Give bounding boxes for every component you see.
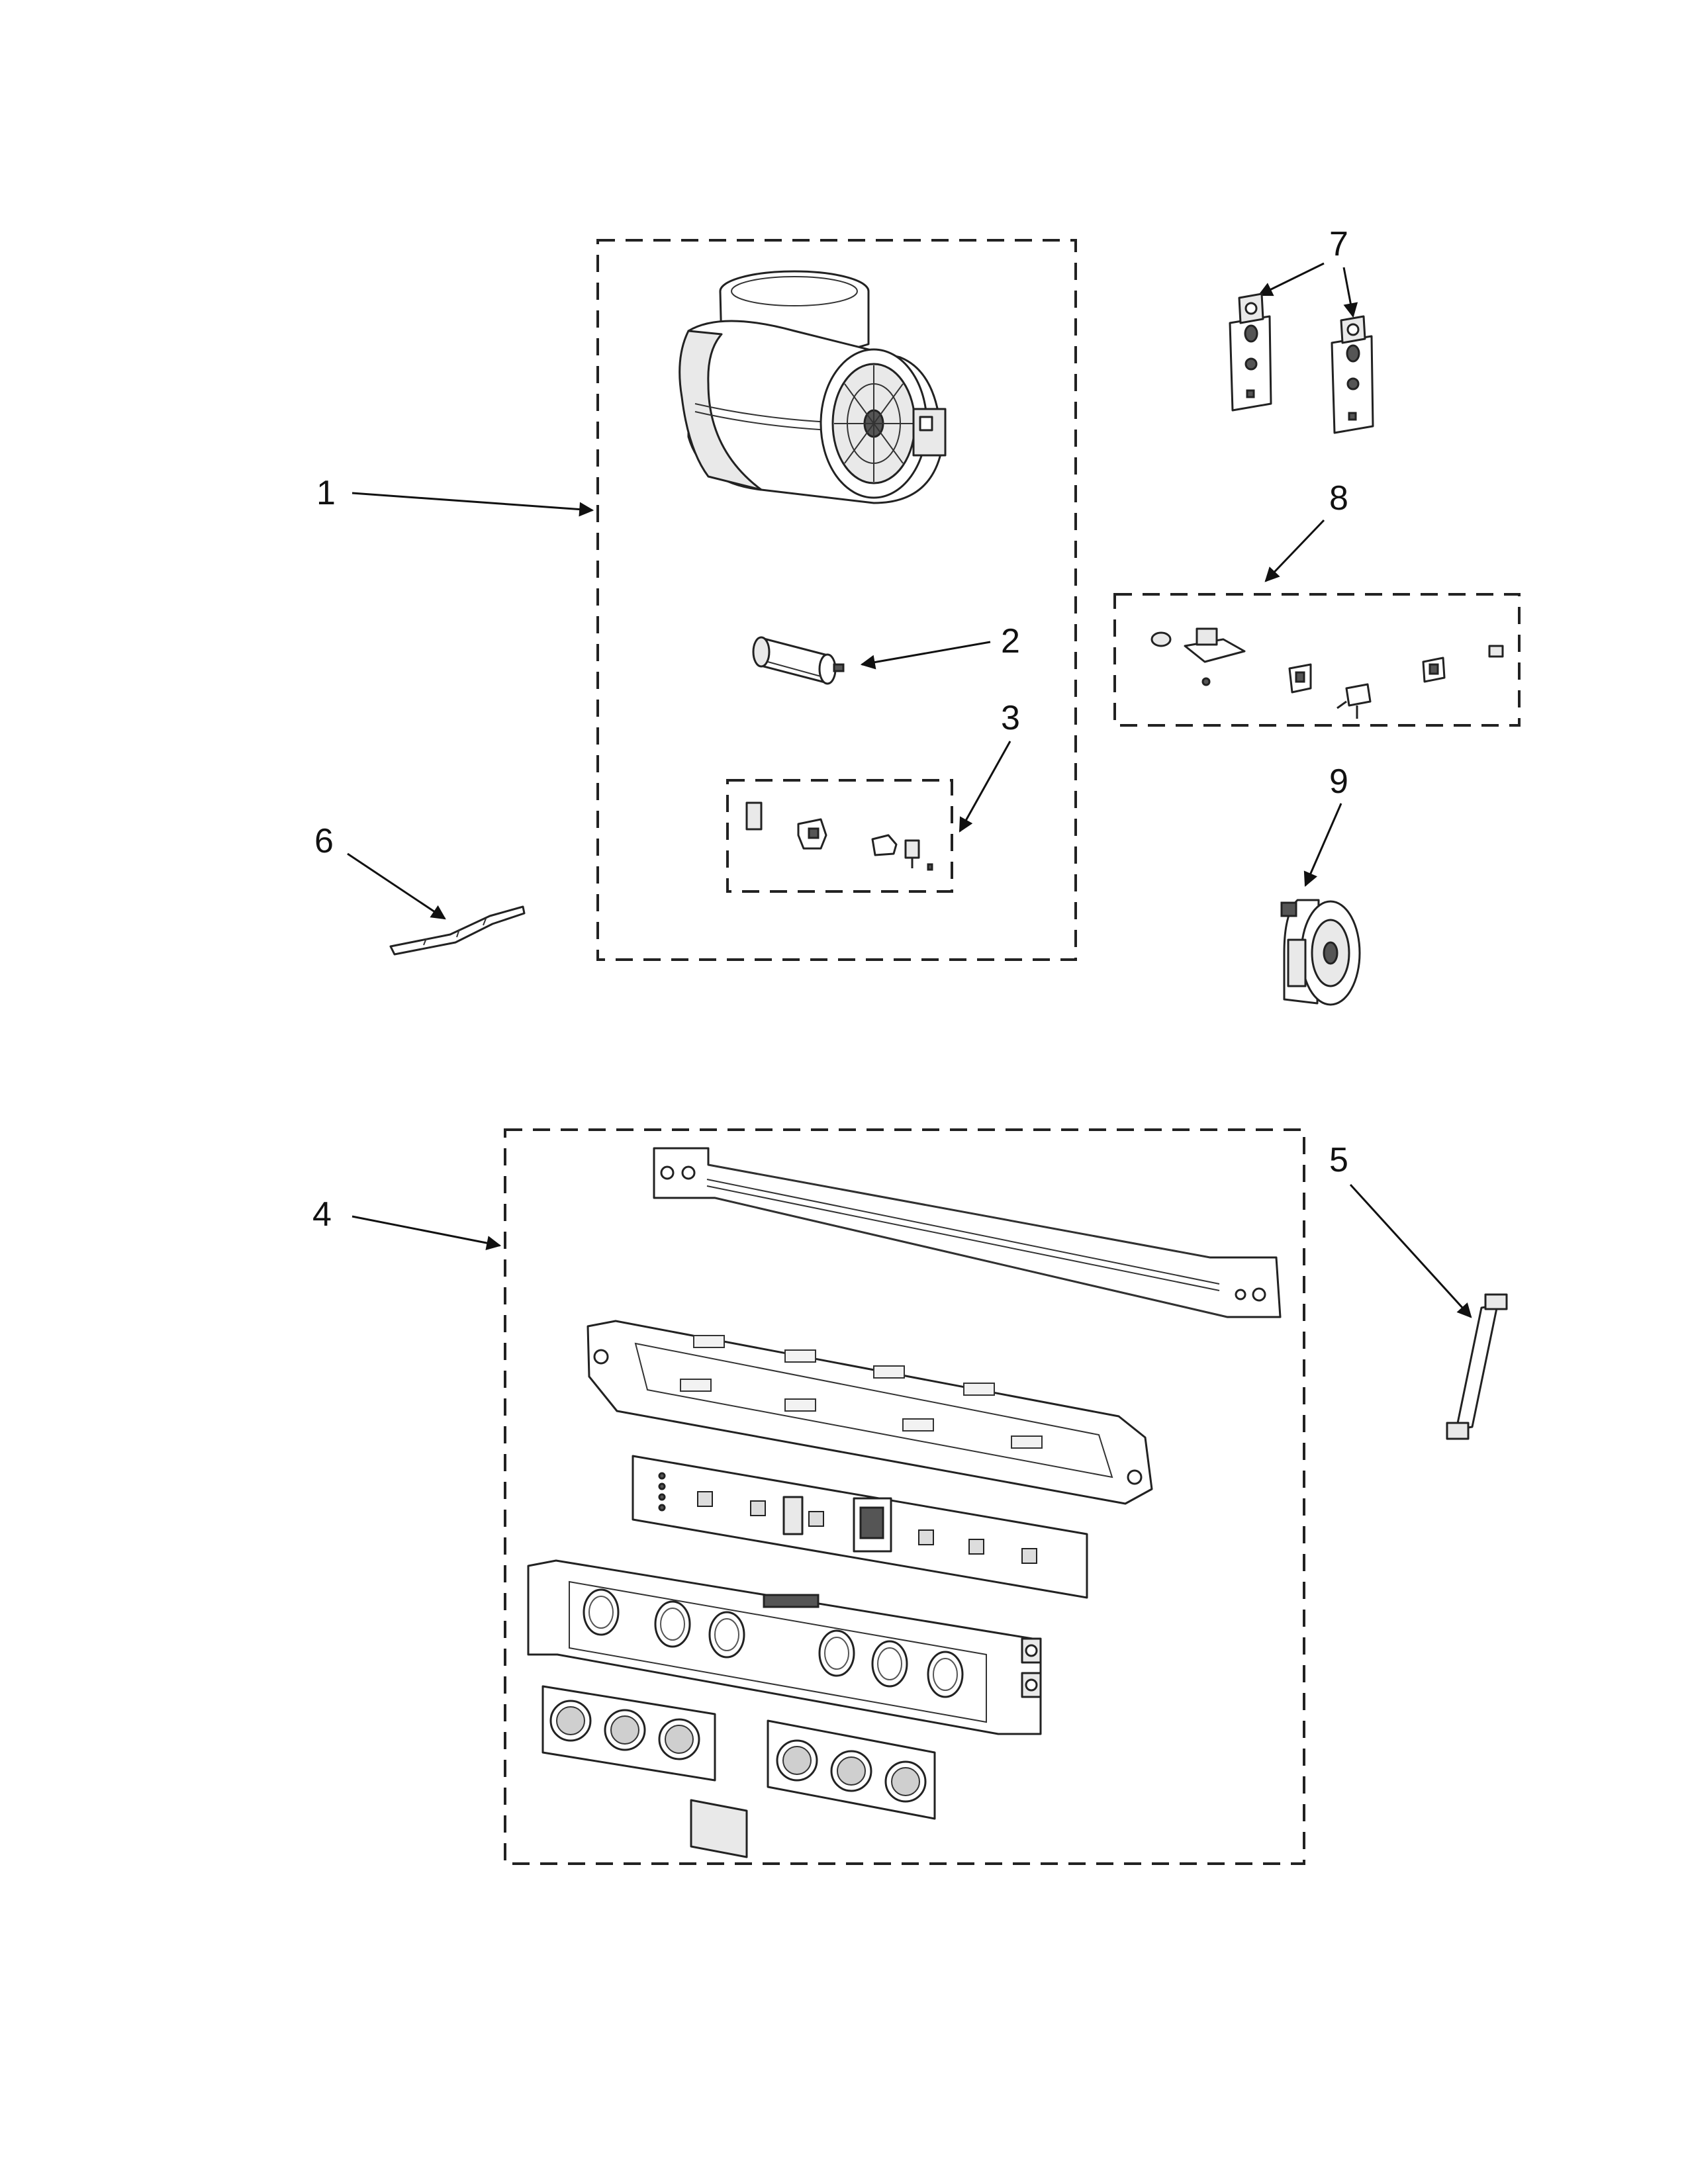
leader-5 [1349,1183,1472,1318]
leader-6 [347,852,446,920]
group-box-blower-assembly [596,239,1077,961]
callout-4: 4 [312,1195,332,1234]
leader-1 [352,492,594,517]
callout-3: 3 [1001,699,1020,737]
leader-9 [1303,803,1342,887]
group-box-control-assembly [504,1128,1305,1865]
group-box-bracket-kit [1113,593,1521,727]
mounting-bracket-part-b [1331,315,1374,434]
ribbon-cable-part [389,905,526,956]
damper-part [1280,899,1361,1006]
callout-8: 8 [1329,479,1348,518]
callout-2: 2 [1001,622,1020,660]
group-box-switch-kit [726,779,953,893]
connector-strap-part [1446,1293,1508,1440]
blower-housing-part [679,270,947,504]
mounting-bracket-part-a [1229,293,1272,412]
leader-4 [352,1215,502,1250]
callout-7: 7 [1329,225,1348,263]
switch-kit-part [745,801,933,871]
control-panel-assembly-part [527,1147,1282,1858]
leader-8 [1264,519,1325,582]
leader-lines [347,262,1472,1318]
leader-7a [1258,262,1325,296]
capacitor-part [752,636,845,685]
callout-9: 9 [1329,762,1348,801]
callout-1: 1 [316,474,336,512]
callout-5: 5 [1329,1141,1348,1179]
leader-3 [959,741,1011,833]
leader-2 [860,641,991,670]
leader-7b [1342,267,1358,318]
callout-6: 6 [314,822,334,860]
bracket-kit-part [1150,627,1504,719]
